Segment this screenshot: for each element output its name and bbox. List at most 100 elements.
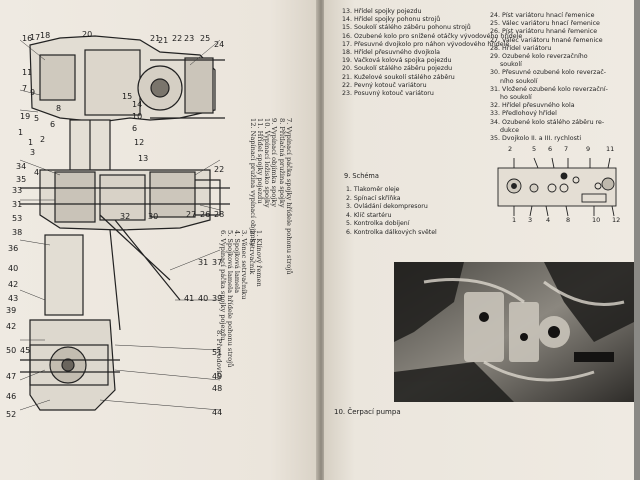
photo-caption: 10. Čerpací pumpa [334, 408, 401, 416]
legend-item: 16. Ozubené kolo pro snížené otáčky vývo… [342, 32, 523, 40]
callout-9: 9 [30, 88, 36, 97]
panel-label-12: 12 [612, 216, 621, 224]
legend-item: 20. Soukolí stálého záběru pojezdu [342, 65, 453, 73]
callout-34: 34 [16, 162, 27, 171]
legend-item: 5. Spojková lamela hřídele pohonu strojů [225, 230, 234, 368]
callout-r6: 6 [132, 124, 138, 133]
callout-42b: 42 [6, 322, 17, 331]
callout-42: 42 [8, 280, 19, 289]
callout-r51: 51 [212, 348, 223, 357]
legend-c-list: 13. Hřídel spojky pojezdu 14. Hřídel spo… [342, 8, 522, 98]
panel-label-7: 7 [564, 145, 569, 153]
callout-45: 45 [20, 346, 31, 355]
callout-r37: 37 [212, 258, 223, 267]
legend-item: 13. Hřídel spojky pojezdu [342, 8, 422, 15]
callout-16: 16 [22, 34, 33, 43]
callout-40: 40 [8, 264, 19, 273]
callout-7: 7 [22, 84, 28, 93]
legend-item: 7. Vypínací páčka spojky hřídele pohonu … [285, 118, 293, 275]
panel-label-1: 1 [512, 216, 517, 224]
legend-item: 23. Posuvný kotouč variátoru [342, 90, 434, 98]
legend-item: 21. Kuželové soukolí stálého záběru [342, 73, 455, 81]
callout-11: 11 [22, 68, 33, 77]
panel-label-2: 2 [508, 145, 513, 153]
callout-r10: 10 [132, 112, 143, 121]
callout-35: 35 [16, 175, 27, 184]
callout-38: 38 [12, 228, 23, 237]
schema-list: 1. Tlakoměr oleje 2. Spínací skříňka 3. … [346, 186, 437, 238]
callout-4: 4 [34, 168, 40, 177]
schema-title: 9. Schéma [344, 172, 379, 180]
callout-43: 43 [8, 294, 19, 303]
callout-47: 47 [6, 372, 17, 381]
legend-item: 30. Přesuvné ozubené kolo reverzač- [490, 69, 607, 77]
callout-r14: 14 [132, 100, 143, 109]
callout-r13: 13 [138, 154, 149, 163]
page-edge [634, 0, 640, 480]
legend-item: 10. Vypínací ložisko spojky [263, 118, 272, 208]
pump-photo [394, 262, 634, 402]
callout-20: 20 [82, 30, 93, 39]
schema-item: 6. Kontrolka dálkových světel [346, 228, 437, 236]
legend-item: 29. Ozubené kolo reverzačního [490, 53, 588, 61]
legend-item: 33. Předlohový hřídel [490, 110, 557, 118]
legend-item: 8. Přítlačná pružina spojky [277, 118, 286, 208]
legend-d-list: 24. Píst variátoru hnací řemenice 25. Vá… [490, 12, 608, 143]
callout-r21: 21 [158, 36, 169, 45]
callout-31: 31 [12, 200, 23, 209]
book-gutter [316, 0, 326, 480]
legend-item: 9. Vypínací objímka spojky [270, 118, 279, 207]
transmission-drawing [19, 35, 230, 411]
callout-r49: 49 [212, 372, 223, 381]
schema-item: 3. Ovládání dekompresoru [346, 203, 428, 211]
legend-item: 28. Hřídel variátoru [490, 44, 552, 52]
legend-item: 19. Vačková kolová spojka pojezdu [342, 57, 452, 65]
panel-label-3: 3 [528, 216, 533, 224]
legend-item: 35. Dvojkolo II. a III. rychlosti [490, 135, 582, 143]
legend-item: 6. Vypínací páčka spojky pojezdu [218, 230, 227, 341]
callout-52: 52 [6, 410, 17, 419]
legend-item: 14. Hřídel spojky pohonu strojů [342, 16, 441, 24]
legend-item: 31. Vložené ozubené kolo reverzační- [490, 85, 608, 93]
schema-item: 2. Spínací skříňka [346, 194, 401, 202]
legend-item: ho soukolí [500, 94, 532, 102]
legend-item: 27. Válec variátoru hnané řemenice [490, 36, 603, 44]
panel-label-5: 5 [532, 145, 537, 153]
callout-r32: 32 [120, 212, 131, 221]
callout-19: 19 [20, 112, 31, 121]
callout-r41: 41 [184, 294, 195, 303]
panel-label-9: 9 [586, 145, 591, 153]
callout-r27: 27 [186, 210, 197, 219]
callout-17: 17 [30, 33, 41, 42]
callout-r31: 31 [198, 258, 209, 267]
callout-5: 5 [34, 114, 40, 123]
panel-label-6: 6 [548, 145, 553, 153]
panel-label-11: 11 [606, 145, 615, 153]
callout-r48: 48 [212, 384, 223, 393]
callout-r24: 24 [214, 40, 225, 49]
legend-item: 17. Přesuvné dvojkolo pro náhon vývodové… [342, 40, 510, 48]
schema-item: 1. Tlakoměr oleje [346, 186, 400, 193]
callout-r22: 22 [172, 34, 183, 43]
legend-item: 34. Ozubené kolo stálého záběru re- [490, 118, 605, 126]
dashboard-panel-diagram [497, 157, 617, 217]
callout-r28: 28 [214, 210, 225, 219]
schema-item: 4. Klíč startéru [346, 211, 392, 219]
right-page: 13. Hřídel spojky pojezdu 14. Hřídel spo… [324, 0, 634, 480]
legend-item: 3. Věnec setrvačníku [240, 230, 249, 300]
legend-item: 12. Napínací pružina vypínací objímky [248, 118, 257, 247]
callout-46: 46 [6, 392, 17, 401]
legend-b: 7. Vypínací páčka spojky hřídele pohonu … [248, 118, 293, 275]
panel-label-10: 10 [592, 216, 601, 224]
schema-item: 5. Kontrolka dobíjení [346, 220, 410, 228]
panel-label-8: 8 [566, 216, 571, 224]
panel-label-4: 4 [546, 216, 551, 224]
callout-r30: 30 [148, 212, 159, 221]
callout-2: 2 [40, 135, 46, 144]
callout-8: 8 [56, 104, 62, 113]
legend-item: ního soukolí [500, 77, 538, 85]
legend-item: dukce [500, 126, 519, 134]
left-page: 16 17 18 20 21 11 7 9 19 5 1 1 3 34 35 4… [0, 0, 318, 480]
callout-r22b: 22 [214, 165, 225, 174]
